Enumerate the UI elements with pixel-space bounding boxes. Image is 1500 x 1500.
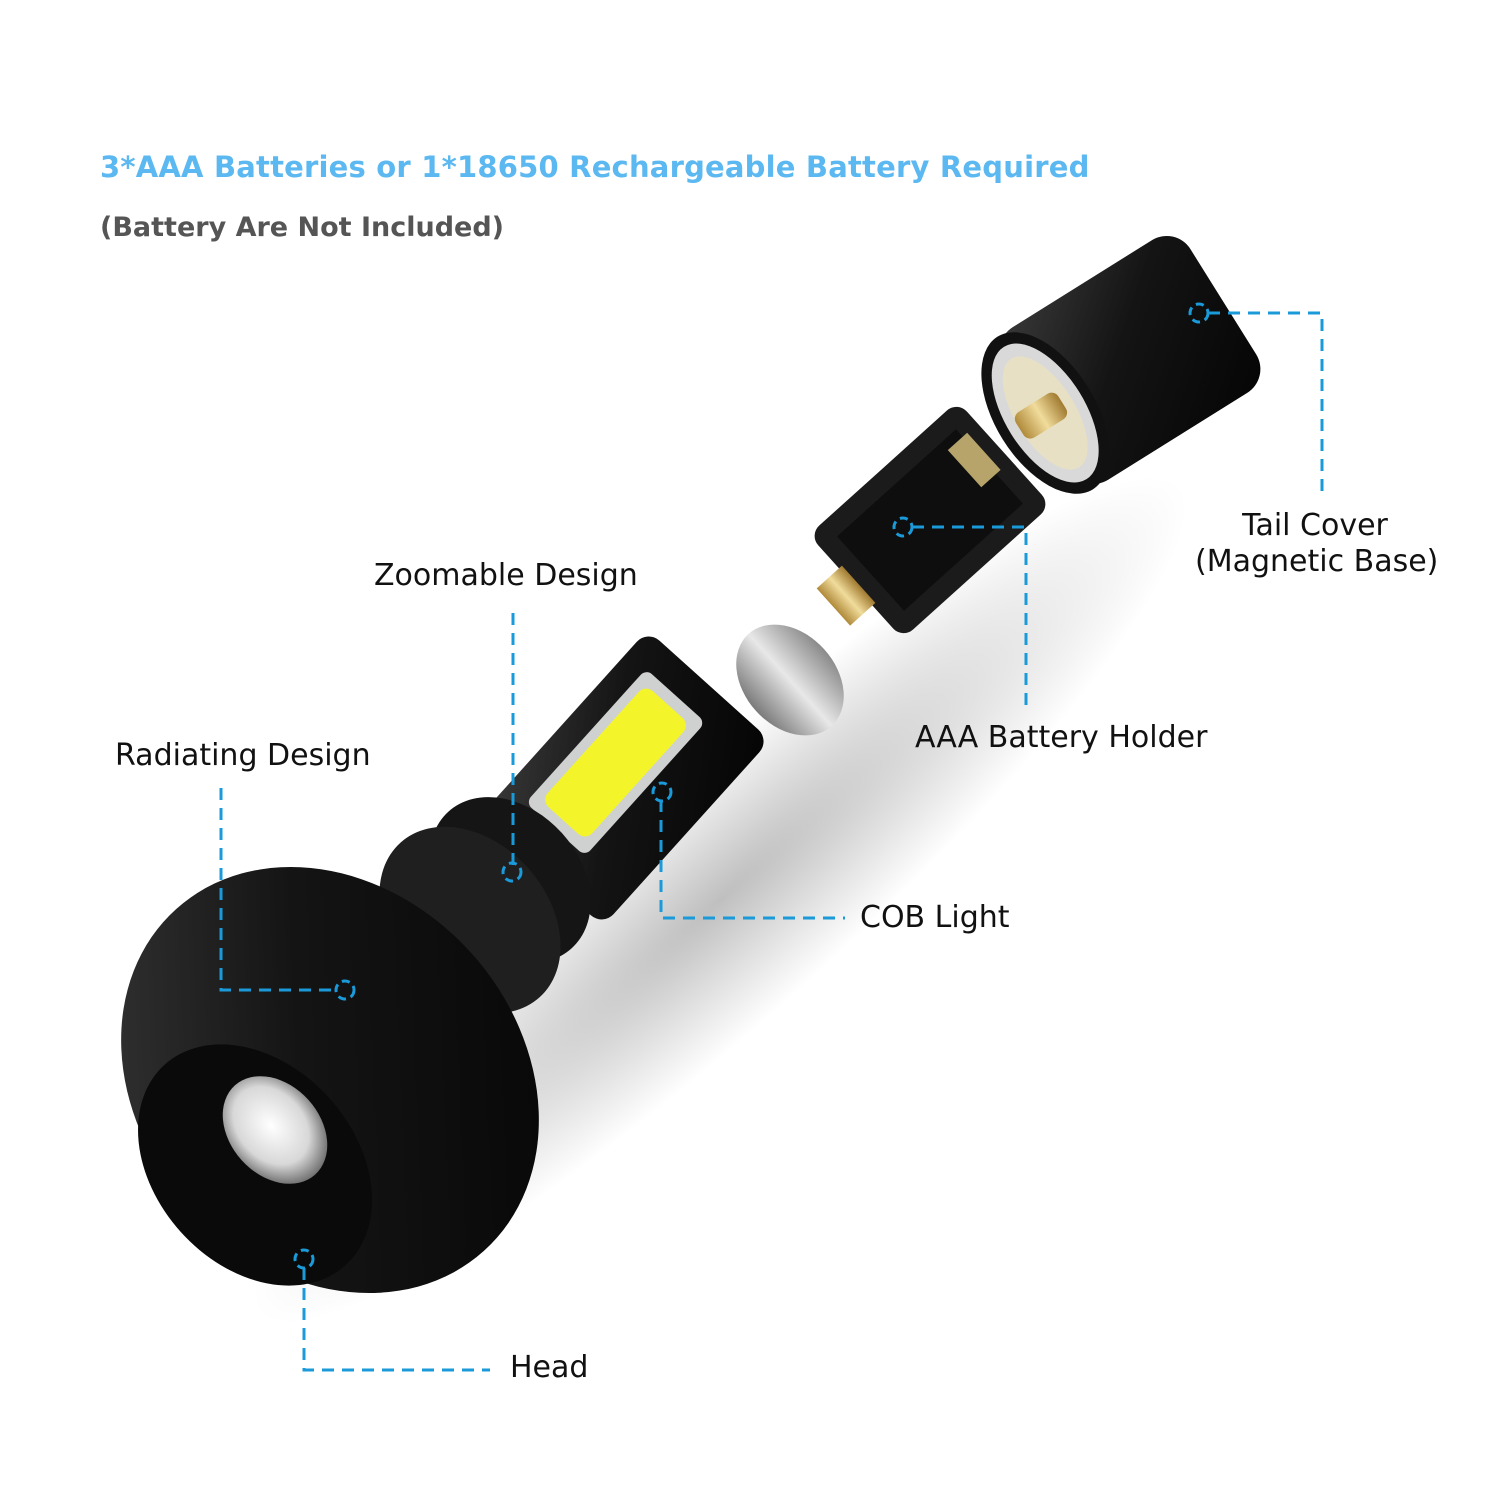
cob-light-label: COB Light (860, 900, 1010, 935)
zoomable-design-label: Zoomable Design (374, 558, 638, 593)
cob-leader (659, 800, 845, 920)
head-part (121, 866, 539, 1294)
battery-holder-marker-icon (892, 516, 914, 538)
head-leader (302, 1268, 490, 1372)
radiating-leader (219, 788, 335, 992)
aaa-battery-holder-label: AAA Battery Holder (915, 720, 1208, 755)
zoomable-marker-icon (501, 861, 523, 883)
head-label: Head (510, 1350, 589, 1385)
radiating-marker-icon (334, 979, 356, 1001)
cob-marker-icon (651, 781, 673, 803)
tail-cover-label: Tail Cover (1242, 508, 1388, 543)
head-marker-icon (293, 1248, 315, 1270)
battery-not-included-note: (Battery Are Not Included) (100, 212, 505, 243)
tail-cover-sublabel: (Magnetic Base) (1195, 544, 1439, 579)
tail-cover-part (981, 235, 1261, 494)
radiating-design-label: Radiating Design (115, 738, 371, 773)
callout-tail-cover: Tail Cover (Magnetic Base) (1195, 508, 1439, 580)
battery-holder-part (814, 406, 1046, 634)
battery-requirement-headline: 3*AAA Batteries or 1*18650 Rechargeable … (100, 150, 1090, 184)
tail-cover-marker-icon (1188, 302, 1210, 324)
